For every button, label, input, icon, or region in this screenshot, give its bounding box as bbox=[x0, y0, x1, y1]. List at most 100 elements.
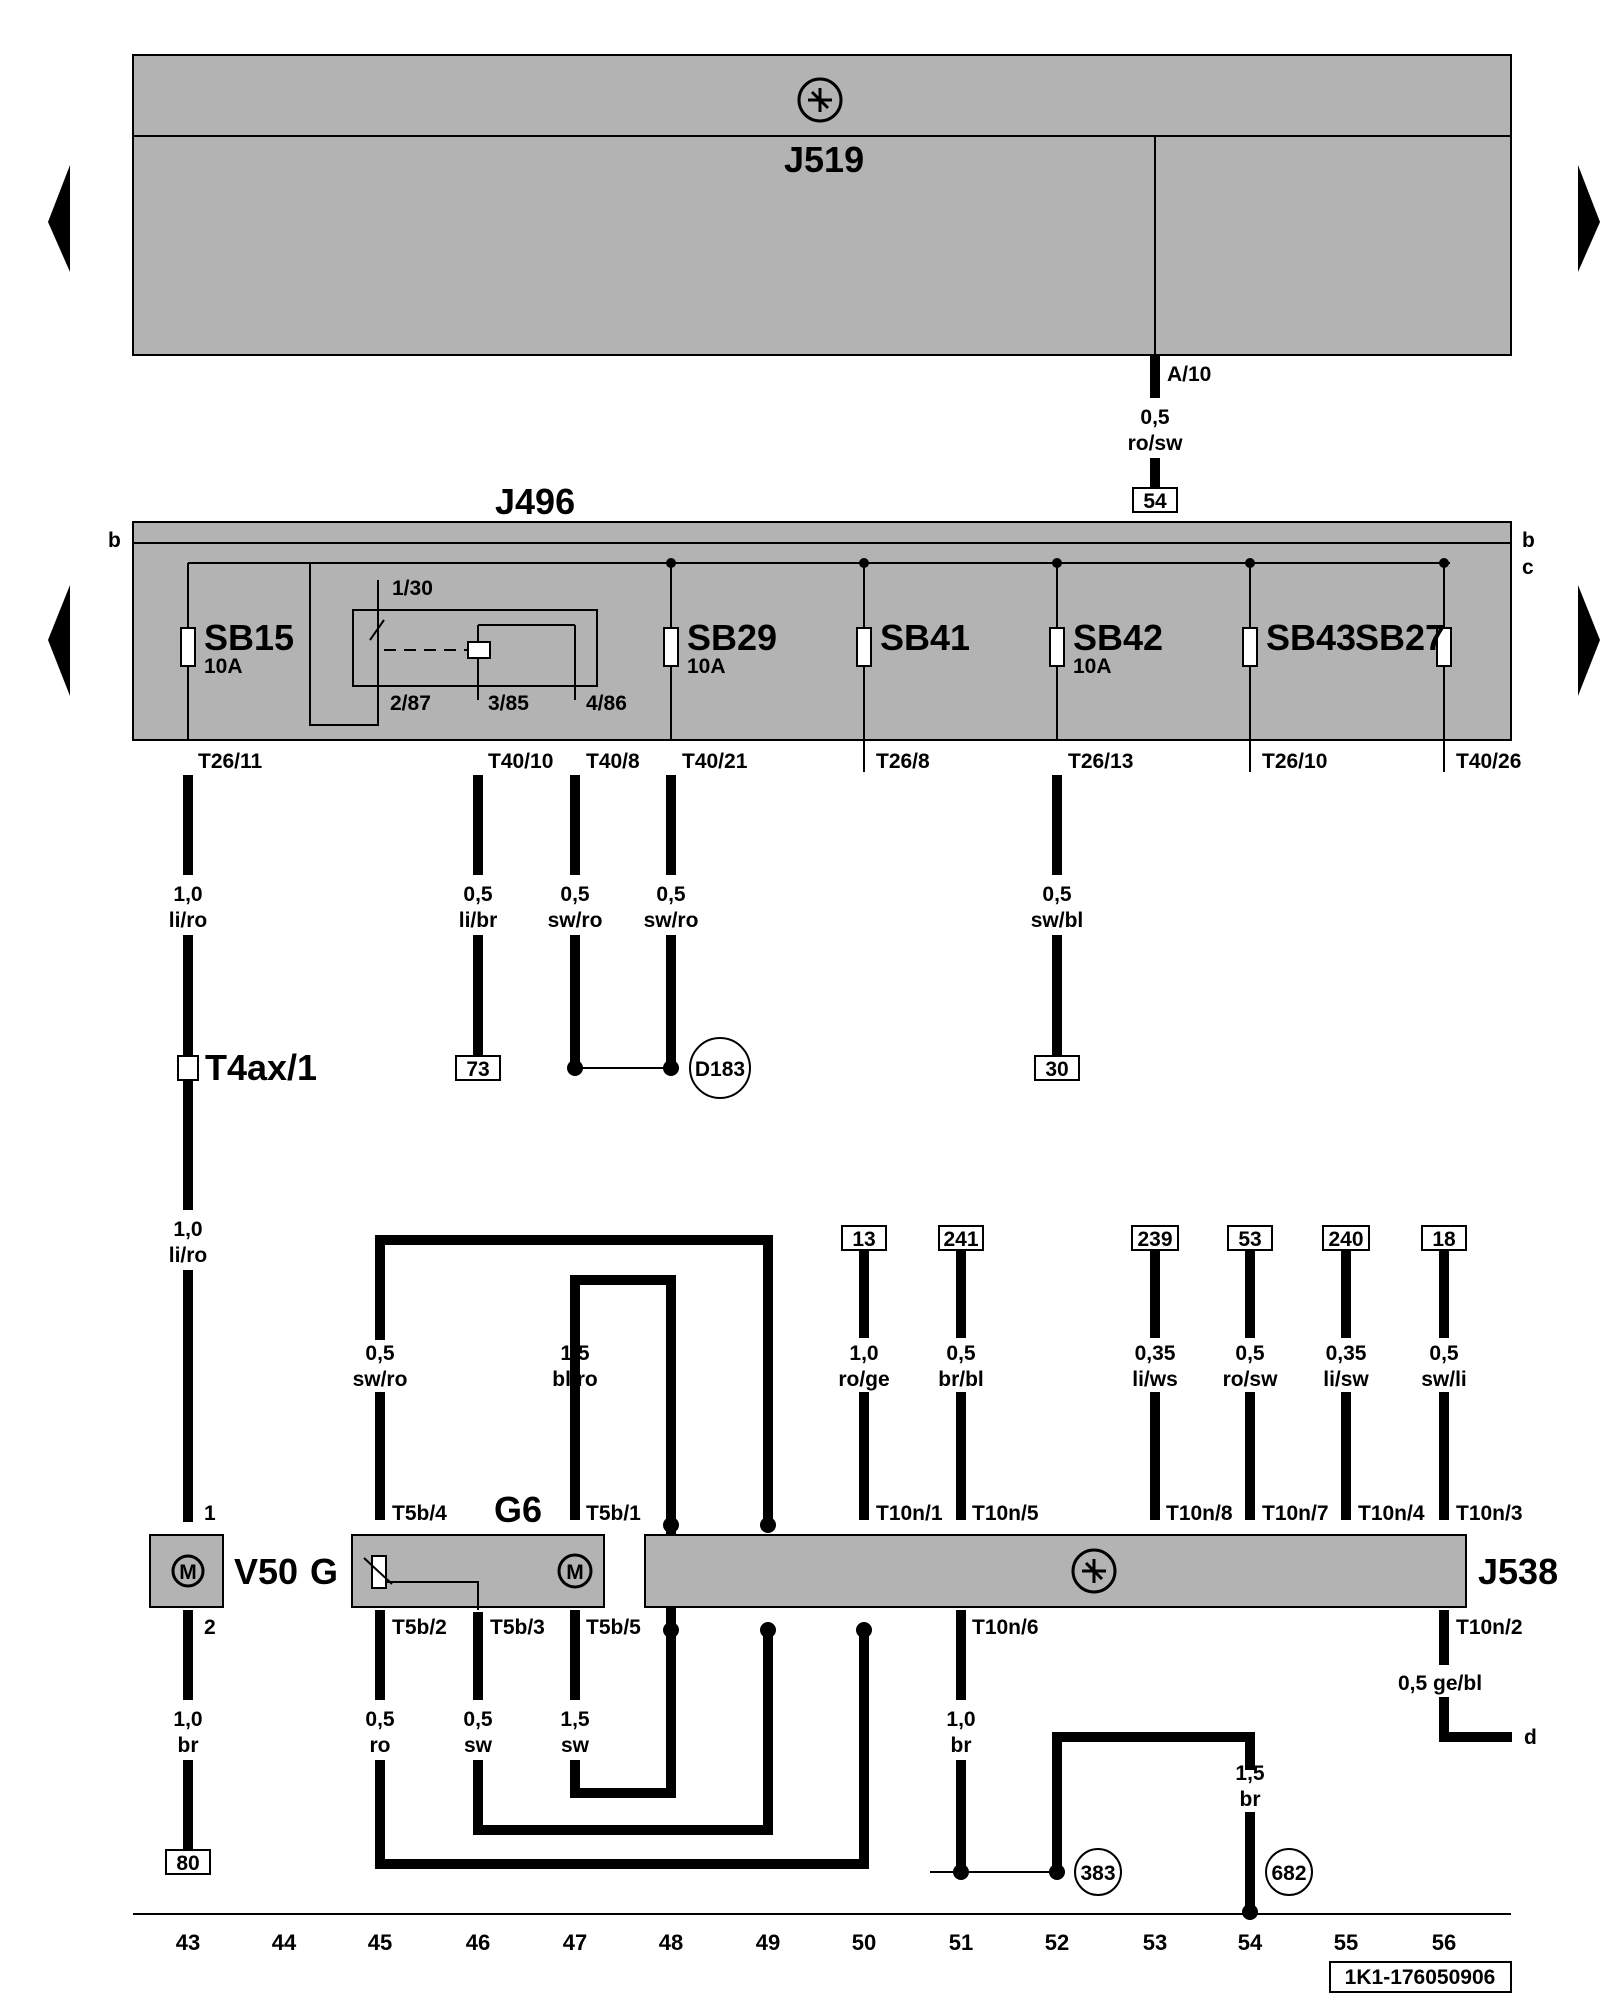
ref-label[interactable]: 240 bbox=[1328, 1228, 1363, 1251]
column-number: 51 bbox=[949, 1930, 973, 1955]
fuse-sb29[interactable] bbox=[663, 627, 679, 667]
wire-size: 1,5 bbox=[560, 1342, 590, 1365]
j538-module: J538 T10n/1 T10n/5 T10n/8 T10n/7 T10n/4 … bbox=[644, 1502, 1558, 1639]
connector-t4ax[interactable] bbox=[177, 1055, 199, 1081]
connector-label: T40/21 bbox=[682, 750, 748, 773]
fuse-sb42[interactable] bbox=[1049, 627, 1065, 667]
wire-size: 0,5 bbox=[365, 1342, 395, 1365]
wire-size: 1,5 bbox=[1235, 1762, 1265, 1785]
wire-sb15-v50: 1,0 li/ro T4ax/1 1,0 li/ro bbox=[169, 775, 317, 1522]
next-page-arrow-icon[interactable] bbox=[1578, 165, 1600, 272]
wire-size: 1,5 bbox=[560, 1708, 590, 1731]
column-number: 54 bbox=[1238, 1930, 1263, 1955]
wire-size: 1,0 bbox=[173, 883, 202, 906]
ref-label[interactable]: 239 bbox=[1137, 1228, 1172, 1251]
j496-label: J496 bbox=[495, 481, 575, 522]
wire-color: sw/bl bbox=[1031, 909, 1084, 932]
ref-label[interactable]: 18 bbox=[1432, 1228, 1456, 1251]
ref-box[interactable] bbox=[165, 1849, 211, 1875]
wire-size: 0,5 bbox=[463, 1708, 493, 1731]
connector-label: T26/10 bbox=[1262, 750, 1327, 773]
j538-outputs: 1,0 br 383 1,5 br 682 0,5 ge/bl d bbox=[930, 1610, 1537, 1920]
connector-label: T10n/6 bbox=[972, 1616, 1039, 1639]
ground-label: 682 bbox=[1271, 1862, 1306, 1885]
connector-label: T10n/5 bbox=[972, 1502, 1039, 1525]
ground-label: D183 bbox=[695, 1058, 745, 1081]
ref-box[interactable] bbox=[1227, 1225, 1273, 1251]
j519-module: J519 bbox=[132, 54, 1512, 356]
relay[interactable]: 1/30 2/87 3/85 4/86 bbox=[309, 563, 627, 726]
wire-size: 0,5 bbox=[1235, 1342, 1265, 1365]
pump-motor-symbol-label: M bbox=[566, 1561, 584, 1584]
ref-label[interactable]: 54 bbox=[1143, 490, 1167, 513]
wire-color: br/bl bbox=[938, 1368, 984, 1391]
wire-size: 0,35 bbox=[1135, 1342, 1176, 1365]
wire-color: sw/ro bbox=[353, 1368, 408, 1391]
ref-box[interactable] bbox=[841, 1225, 887, 1251]
ref-label[interactable]: 30 bbox=[1045, 1058, 1068, 1081]
wire-color: br bbox=[951, 1734, 972, 1757]
fuse-sb43-name: SB43 bbox=[1266, 617, 1356, 658]
previous-page-arrow-icon[interactable] bbox=[48, 165, 70, 272]
v50-motor[interactable]: M V50 1 2 1,0 br 80 bbox=[149, 1502, 298, 1875]
wire-size: 1,0 bbox=[946, 1708, 975, 1731]
ref-label[interactable]: 241 bbox=[943, 1228, 978, 1251]
column-number: 48 bbox=[659, 1930, 683, 1955]
wire-size: 0,5 bbox=[560, 883, 590, 906]
g6-component[interactable]: G G6 M T5b/4 T5b/1 T5b/2 T5b/3 T5b/5 bbox=[310, 1489, 641, 1639]
ref-label[interactable]: 13 bbox=[852, 1228, 875, 1251]
ref-box[interactable] bbox=[455, 1055, 501, 1081]
connector-label: T40/26 bbox=[1456, 750, 1521, 773]
fuse-sb43[interactable] bbox=[1242, 627, 1258, 667]
ref-label[interactable]: 53 bbox=[1238, 1228, 1261, 1251]
fuse-sb41[interactable] bbox=[856, 627, 872, 667]
pump-motor-icon bbox=[557, 1553, 593, 1589]
fuse-sb15-name: SB15 bbox=[204, 617, 294, 658]
fuse-sb27[interactable] bbox=[1436, 627, 1452, 667]
fuse-sb42-name: SB42 bbox=[1073, 617, 1163, 658]
column-number: 44 bbox=[272, 1930, 297, 1955]
fuse-sb15-rating: 10A bbox=[204, 655, 243, 678]
j519-output-wire: A/10 0,5 ro/sw 54 bbox=[1128, 355, 1211, 513]
wire-color: li/ro bbox=[169, 909, 208, 932]
fuse-sb27-name: SB27 bbox=[1355, 617, 1445, 658]
wire-color: bl/ro bbox=[552, 1368, 598, 1391]
column-number: 52 bbox=[1045, 1930, 1069, 1955]
connector-label: T10n/1 bbox=[876, 1502, 943, 1525]
wire-color: li/ws bbox=[1132, 1368, 1178, 1391]
next-section-arrow-icon[interactable] bbox=[1578, 585, 1600, 696]
ref-label[interactable]: 73 bbox=[466, 1058, 489, 1081]
wire-color: br bbox=[1240, 1788, 1261, 1811]
column-number: 56 bbox=[1432, 1930, 1456, 1955]
wire-color: li/ro bbox=[169, 1244, 208, 1267]
wire-color: ro/sw bbox=[1128, 432, 1184, 455]
bus-c-label: c bbox=[1522, 556, 1534, 579]
fuse-sb29-name: SB29 bbox=[687, 617, 777, 658]
bus-b-left-label: b bbox=[108, 529, 121, 552]
relay-pin-87: 2/87 bbox=[390, 692, 431, 715]
relay-pin-86: 4/86 bbox=[586, 692, 627, 715]
ground-d183[interactable] bbox=[689, 1037, 751, 1099]
connector-t4ax-label: T4ax/1 bbox=[205, 1047, 317, 1088]
ref-box[interactable] bbox=[1034, 1055, 1080, 1081]
wire-color: ro/sw bbox=[1223, 1368, 1279, 1391]
ref-box[interactable] bbox=[1132, 487, 1178, 513]
column-number: 43 bbox=[176, 1930, 200, 1955]
previous-section-arrow-icon[interactable] bbox=[48, 585, 70, 696]
ground-383[interactable] bbox=[1074, 1848, 1122, 1896]
column-number: 50 bbox=[852, 1930, 876, 1955]
ground-682[interactable] bbox=[1265, 1848, 1313, 1896]
wire-size: 0,5 bbox=[365, 1708, 395, 1731]
wire-color: li/sw bbox=[1323, 1368, 1369, 1391]
fuse-sb15[interactable] bbox=[180, 627, 196, 667]
ref-label[interactable]: 80 bbox=[176, 1852, 199, 1875]
wire-color: ro bbox=[370, 1734, 391, 1757]
ref-box[interactable] bbox=[938, 1225, 984, 1251]
wire-color: li/br bbox=[459, 909, 498, 932]
g6-lower-wires: 0,5 ro 0,5 sw 1,5 sw bbox=[365, 1610, 872, 1869]
ref-box[interactable] bbox=[1421, 1225, 1467, 1251]
j538-label: J538 bbox=[1478, 1551, 1558, 1592]
connector-label: T26/8 bbox=[876, 750, 930, 773]
wire-size: 0,5 bbox=[1042, 883, 1072, 906]
column-number: 49 bbox=[756, 1930, 780, 1955]
